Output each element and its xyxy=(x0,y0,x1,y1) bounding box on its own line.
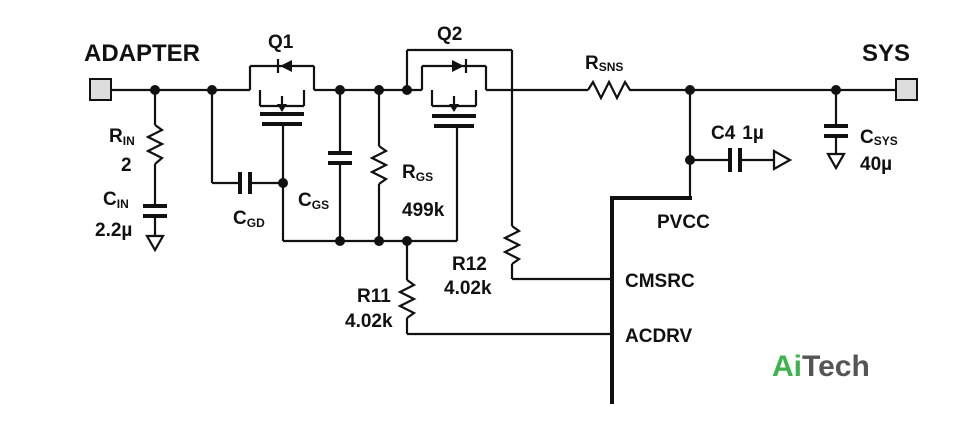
cgs-label: CGS xyxy=(298,190,329,212)
rgs-label: RGS xyxy=(402,162,433,184)
cgd-capacitor xyxy=(210,90,283,194)
q2-source-loop xyxy=(405,48,514,226)
q2-mosfet xyxy=(420,59,488,128)
r12-value: 4.02k xyxy=(444,278,492,299)
acdrv-label: ACDRV xyxy=(625,326,693,347)
q2-label: Q2 xyxy=(437,24,462,45)
adapter-label: ADAPTER xyxy=(84,40,200,67)
rin-label: RIN xyxy=(109,126,135,148)
r11-value: 4.02k xyxy=(345,311,393,332)
rgs-resistor xyxy=(369,90,389,241)
r12-label: R12 xyxy=(452,254,487,275)
r12-resistor xyxy=(502,225,612,281)
adapter-terminal xyxy=(89,78,112,101)
rin-cin-branch xyxy=(143,90,167,253)
q1-mosfet xyxy=(248,59,316,126)
r11-label: R11 xyxy=(357,286,391,307)
rgs-value: 499k xyxy=(402,200,445,221)
sys-terminal xyxy=(895,78,918,101)
csys-label: CSYS xyxy=(860,127,898,148)
sys-label: SYS xyxy=(862,40,910,67)
cgd-label: CGD xyxy=(233,208,265,230)
cgs-capacitor xyxy=(328,90,352,241)
r11-resistor xyxy=(397,241,612,336)
rsns-label: RSNS xyxy=(585,53,623,74)
junction-dots xyxy=(150,85,841,246)
csys-value: 40µ xyxy=(860,154,892,175)
cmsrc-label: CMSRC xyxy=(625,271,695,292)
rin-value: 2 xyxy=(121,155,132,176)
csys-capacitor xyxy=(824,90,848,171)
cin-label: CIN xyxy=(103,189,129,211)
pvcc-c4-branch xyxy=(688,90,793,198)
q1-label: Q1 xyxy=(268,32,294,53)
cin-value: 2.2µ xyxy=(95,220,132,241)
rsns-resistor xyxy=(587,79,634,101)
ic-body xyxy=(610,196,692,404)
aitech-logo: AiTech xyxy=(772,350,870,383)
pvcc-label: PVCC xyxy=(657,212,710,233)
